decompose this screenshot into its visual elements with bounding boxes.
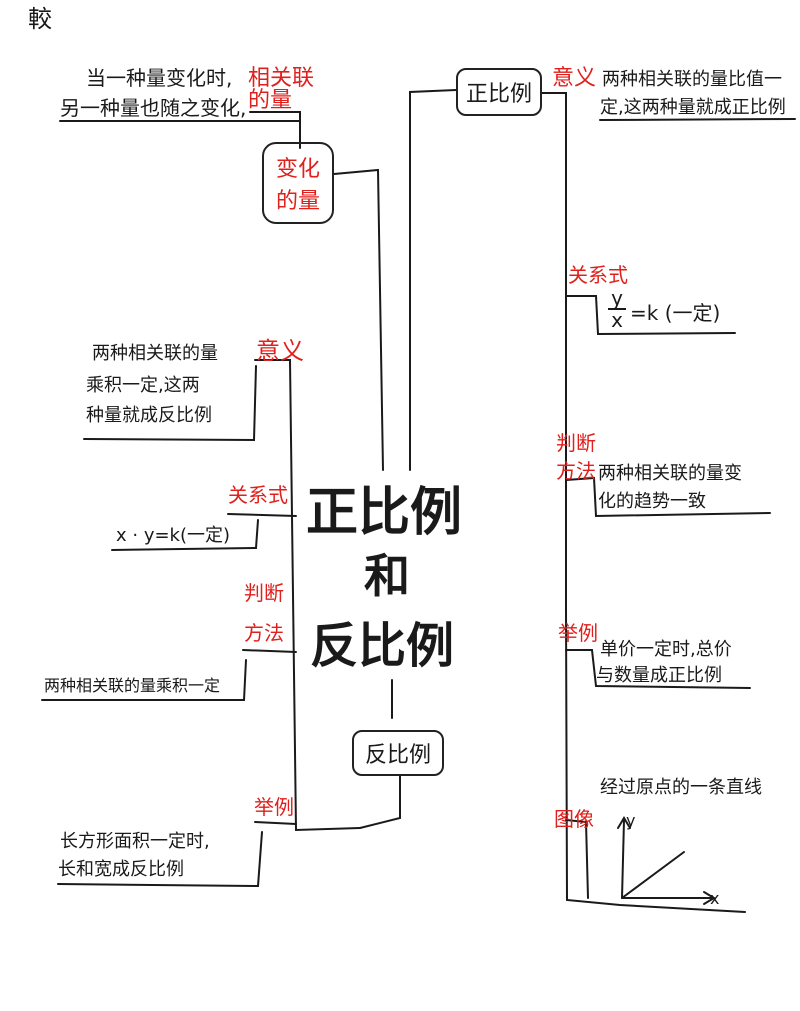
inverse-meaning-label: 意义 xyxy=(256,337,304,365)
inverse-formula-label: 关系式 xyxy=(228,483,288,507)
direct-meaning-line1: 两种相关联的量比值一 xyxy=(602,69,782,90)
connector-line xyxy=(565,295,736,336)
connector-line xyxy=(41,659,247,701)
central-title-line1: 正比例 xyxy=(306,483,463,543)
connector-line xyxy=(359,775,401,829)
graph-y-axis xyxy=(621,819,625,899)
inverse-example-line2: 长和宽成反比例 xyxy=(58,859,184,880)
connector-line xyxy=(254,359,361,832)
central-title-line3: 反比例 xyxy=(310,618,455,674)
direct-meaning-line2: 定,这两种量就成正比例 xyxy=(600,97,786,118)
inverse-example-label: 举例 xyxy=(254,795,294,819)
direct-judge-label-line2: 方法 xyxy=(556,459,596,483)
direct-judge-line1: 两种相关联的量变 xyxy=(598,463,742,484)
changing-quantity-box: 变化 的量 xyxy=(262,142,334,224)
inverse-judge-label-line2: 方法 xyxy=(244,621,284,645)
corner-mark: 較 xyxy=(28,5,52,33)
central-title-line2: 和 xyxy=(364,549,410,603)
change-note-line2: 另一种量也随之变化, xyxy=(60,96,247,120)
formula-numerator: y xyxy=(608,288,626,310)
inverse-proportion-box: 反比例 xyxy=(352,730,444,776)
inverse-meaning-line3: 种量就成反比例 xyxy=(86,405,212,426)
inverse-judge-label-line1: 判断 xyxy=(244,581,284,605)
connector-line xyxy=(565,649,751,689)
connector-line xyxy=(227,513,297,517)
direct-formula-fraction: y x xyxy=(608,288,626,330)
direct-formula-label: 关系式 xyxy=(568,263,628,287)
connector-line xyxy=(541,92,746,913)
graph-y-arrow xyxy=(617,816,631,829)
direct-example-label: 举例 xyxy=(558,621,598,645)
direct-graph-description: 经过原点的一条直线 xyxy=(600,777,762,798)
direct-graph-label: 图像 xyxy=(554,807,594,831)
changing-quantity-line2: 的量 xyxy=(275,189,320,214)
graph-x-axis-label: x xyxy=(710,889,720,908)
direct-judge-line2: 化的趋势一致 xyxy=(598,491,706,512)
change-note-line1: 当一种量变化时, xyxy=(86,66,233,90)
inverse-formula-text: x · y=k(一定) xyxy=(116,525,231,546)
formula-denominator: x xyxy=(611,308,623,332)
connector-line xyxy=(254,821,297,825)
connector-line xyxy=(333,168,384,471)
direct-example-line2: 与数量成正比例 xyxy=(596,665,722,686)
changing-quantity-line1: 变化 xyxy=(275,157,320,182)
connector-line xyxy=(599,118,796,121)
direct-judge-label-line1: 判断 xyxy=(556,431,596,455)
inverse-example-line1: 长方形面积一定时, xyxy=(60,831,210,852)
inverse-proportion-box-label: 反比例 xyxy=(364,743,431,768)
direct-proportion-box: 正比例 xyxy=(456,68,542,116)
direct-proportion-box-label: 正比例 xyxy=(465,82,532,107)
connector-line xyxy=(565,819,589,899)
inverse-meaning-line2: 乘积一定,这两 xyxy=(86,375,200,396)
connector-line xyxy=(565,476,771,518)
inverse-judge-text: 两种相关联的量乘积一定 xyxy=(44,676,221,695)
graph-y-axis-label: y xyxy=(626,811,636,830)
connector-line xyxy=(57,831,263,888)
inverse-meaning-line1: 两种相关联的量 xyxy=(92,343,218,364)
connector-line xyxy=(111,519,259,551)
connector-line xyxy=(249,111,301,149)
connector-line xyxy=(83,365,257,442)
graph-line xyxy=(621,851,685,899)
related-quantity-label: 相关联的量 xyxy=(248,66,315,113)
connector-line xyxy=(409,89,457,471)
direct-formula-text: =k (一定) xyxy=(630,301,721,325)
direct-meaning-label: 意义 xyxy=(552,66,597,91)
direct-example-line1: 单价一定时,总价 xyxy=(600,639,732,660)
connector-line xyxy=(242,649,297,653)
graph-x-arrow xyxy=(703,891,716,905)
